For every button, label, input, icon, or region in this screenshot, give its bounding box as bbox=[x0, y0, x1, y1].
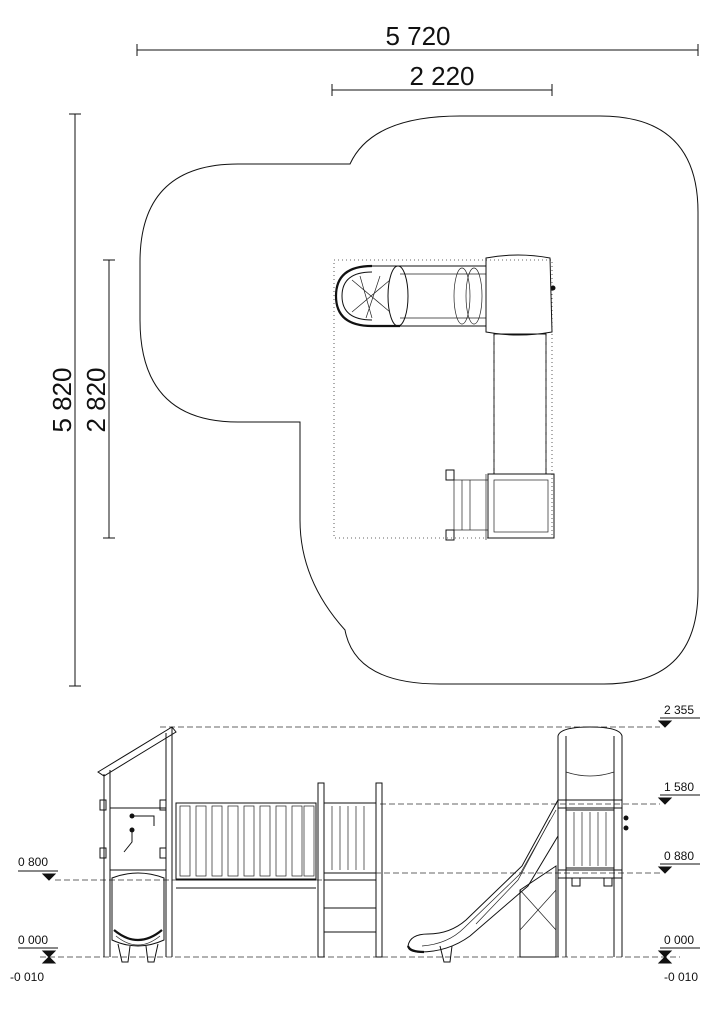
right-level-platform-label: 0 880 bbox=[664, 849, 694, 863]
dim-inner-depth: 2 820 bbox=[81, 259, 115, 539]
right-level-roof-label: 1 580 bbox=[664, 780, 694, 794]
dim-overall-width-label: 5 720 bbox=[385, 21, 450, 51]
right-level-below-label: -0 010 bbox=[664, 970, 698, 984]
equipment-footprint bbox=[333, 259, 553, 539]
dim-overall-depth-label: 5 820 bbox=[47, 367, 77, 432]
left-elevation-structure bbox=[97, 726, 383, 963]
right-level-markers: 2 355 1 580 0 880 0 000 -0 010 bbox=[657, 703, 700, 984]
safety-zone-outline bbox=[139, 115, 699, 685]
plan-view: 5 720 2 220 5 820 2 820 bbox=[47, 21, 699, 687]
bridge-plan bbox=[493, 333, 547, 475]
dim-overall-depth: 5 820 bbox=[47, 113, 81, 687]
ladder-plan bbox=[445, 469, 489, 541]
dim-inner-width: 2 220 bbox=[331, 61, 553, 96]
platform-plan bbox=[485, 473, 555, 540]
left-level-ground-label: 0 000 bbox=[18, 933, 48, 947]
right-level-top-label: 2 355 bbox=[664, 703, 694, 717]
elevation-view: 0 800 0 000 -0 010 2 355 1 580 0 880 0 0… bbox=[10, 703, 700, 984]
dim-inner-width-label: 2 220 bbox=[409, 61, 474, 91]
left-level-below-label: -0 010 bbox=[10, 970, 44, 984]
right-elevation-structure bbox=[406, 726, 629, 963]
tube-slide-plan bbox=[334, 264, 486, 328]
right-level-ground-label: 0 000 bbox=[664, 933, 694, 947]
dim-inner-depth-label: 2 820 bbox=[81, 367, 111, 432]
dim-overall-width: 5 720 bbox=[136, 21, 699, 56]
tower-roof-plan bbox=[485, 254, 553, 336]
left-level-platform-label: 0 800 bbox=[18, 855, 48, 869]
left-level-markers: 0 800 0 000 -0 010 bbox=[10, 855, 58, 984]
